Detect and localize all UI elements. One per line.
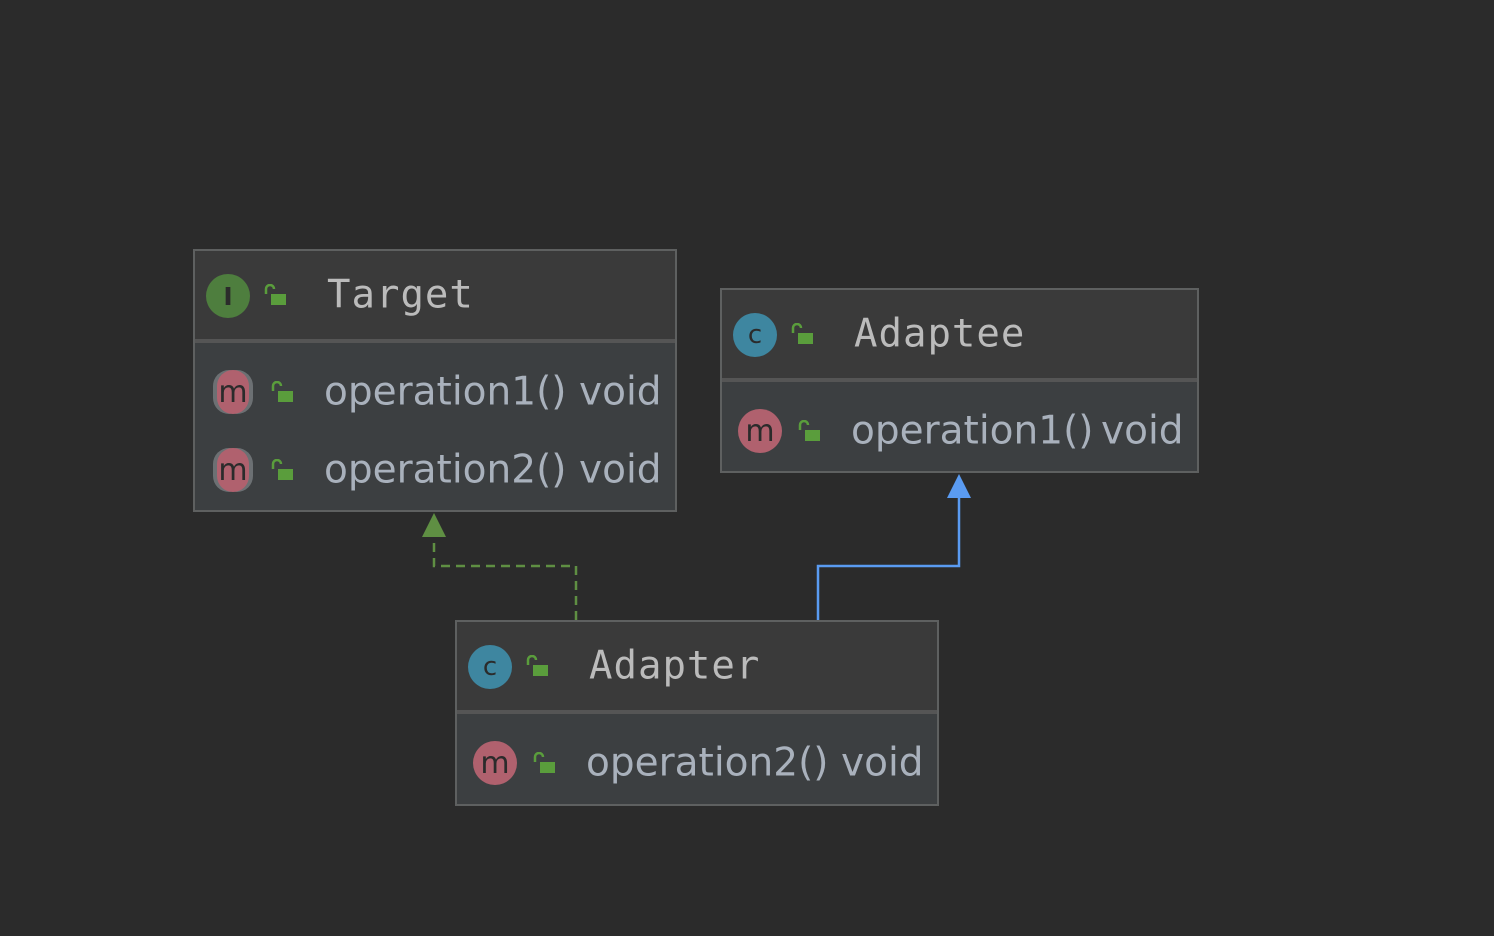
interface-icon-letter: I [223, 281, 233, 311]
public-lock-icon [526, 655, 548, 676]
target-method-row-1[interactable]: m operation1() void [195, 353, 675, 431]
class-icon: c [733, 313, 777, 357]
class-icon-letter: c [482, 652, 498, 682]
method-icon: m [473, 741, 517, 785]
adapter-method-row-1[interactable]: m operation2() void [457, 724, 937, 802]
adapter-header: c Adapter [457, 622, 937, 714]
target-node[interactable]: I Target m operation1() void m operation… [193, 249, 677, 512]
target-header: I Target [195, 251, 675, 343]
method-icon-letter: m [480, 745, 510, 781]
adapter-node[interactable]: c Adapter m operation2() void [455, 620, 939, 806]
extends-edge [816, 496, 961, 620]
method-icon-letter: m [745, 413, 775, 449]
extends-arrowhead [947, 474, 971, 498]
method-name: operation1() [851, 408, 1094, 454]
class-icon-letter: c [747, 320, 763, 350]
public-lock-icon [533, 752, 555, 773]
method-icon-letter: m [218, 452, 248, 488]
method-return-type: void [841, 740, 924, 786]
adaptee-method-row-1[interactable]: m operation1() void [722, 392, 1197, 470]
method-return-type: void [579, 447, 662, 493]
public-lock-icon [264, 284, 286, 305]
interface-icon: I [206, 274, 250, 318]
method-return-type: void [1101, 408, 1184, 454]
abstract-method-icon: m [217, 448, 249, 492]
public-lock-icon [271, 381, 293, 402]
method-name: operation2() [324, 447, 567, 493]
method-name: operation2() [586, 740, 829, 786]
public-lock-icon [791, 323, 813, 344]
implements-edge [432, 536, 578, 620]
method-return-type: void [579, 369, 662, 415]
method-icon: m [738, 409, 782, 453]
adaptee-node[interactable]: c Adaptee m operation1() void [720, 288, 1199, 473]
abstract-method-icon: m [217, 370, 249, 414]
adaptee-header: c Adaptee [722, 290, 1197, 382]
adapter-title: Adapter [589, 643, 761, 689]
method-name: operation1() [324, 369, 567, 415]
target-title: Target [327, 272, 474, 318]
target-method-row-2[interactable]: m operation2() void [195, 431, 675, 509]
public-lock-icon [271, 459, 293, 480]
implements-arrowhead [422, 513, 446, 537]
method-icon-letter: m [218, 374, 248, 410]
class-icon: c [468, 645, 512, 689]
public-lock-icon [798, 420, 820, 441]
adaptee-title: Adaptee [854, 311, 1026, 357]
